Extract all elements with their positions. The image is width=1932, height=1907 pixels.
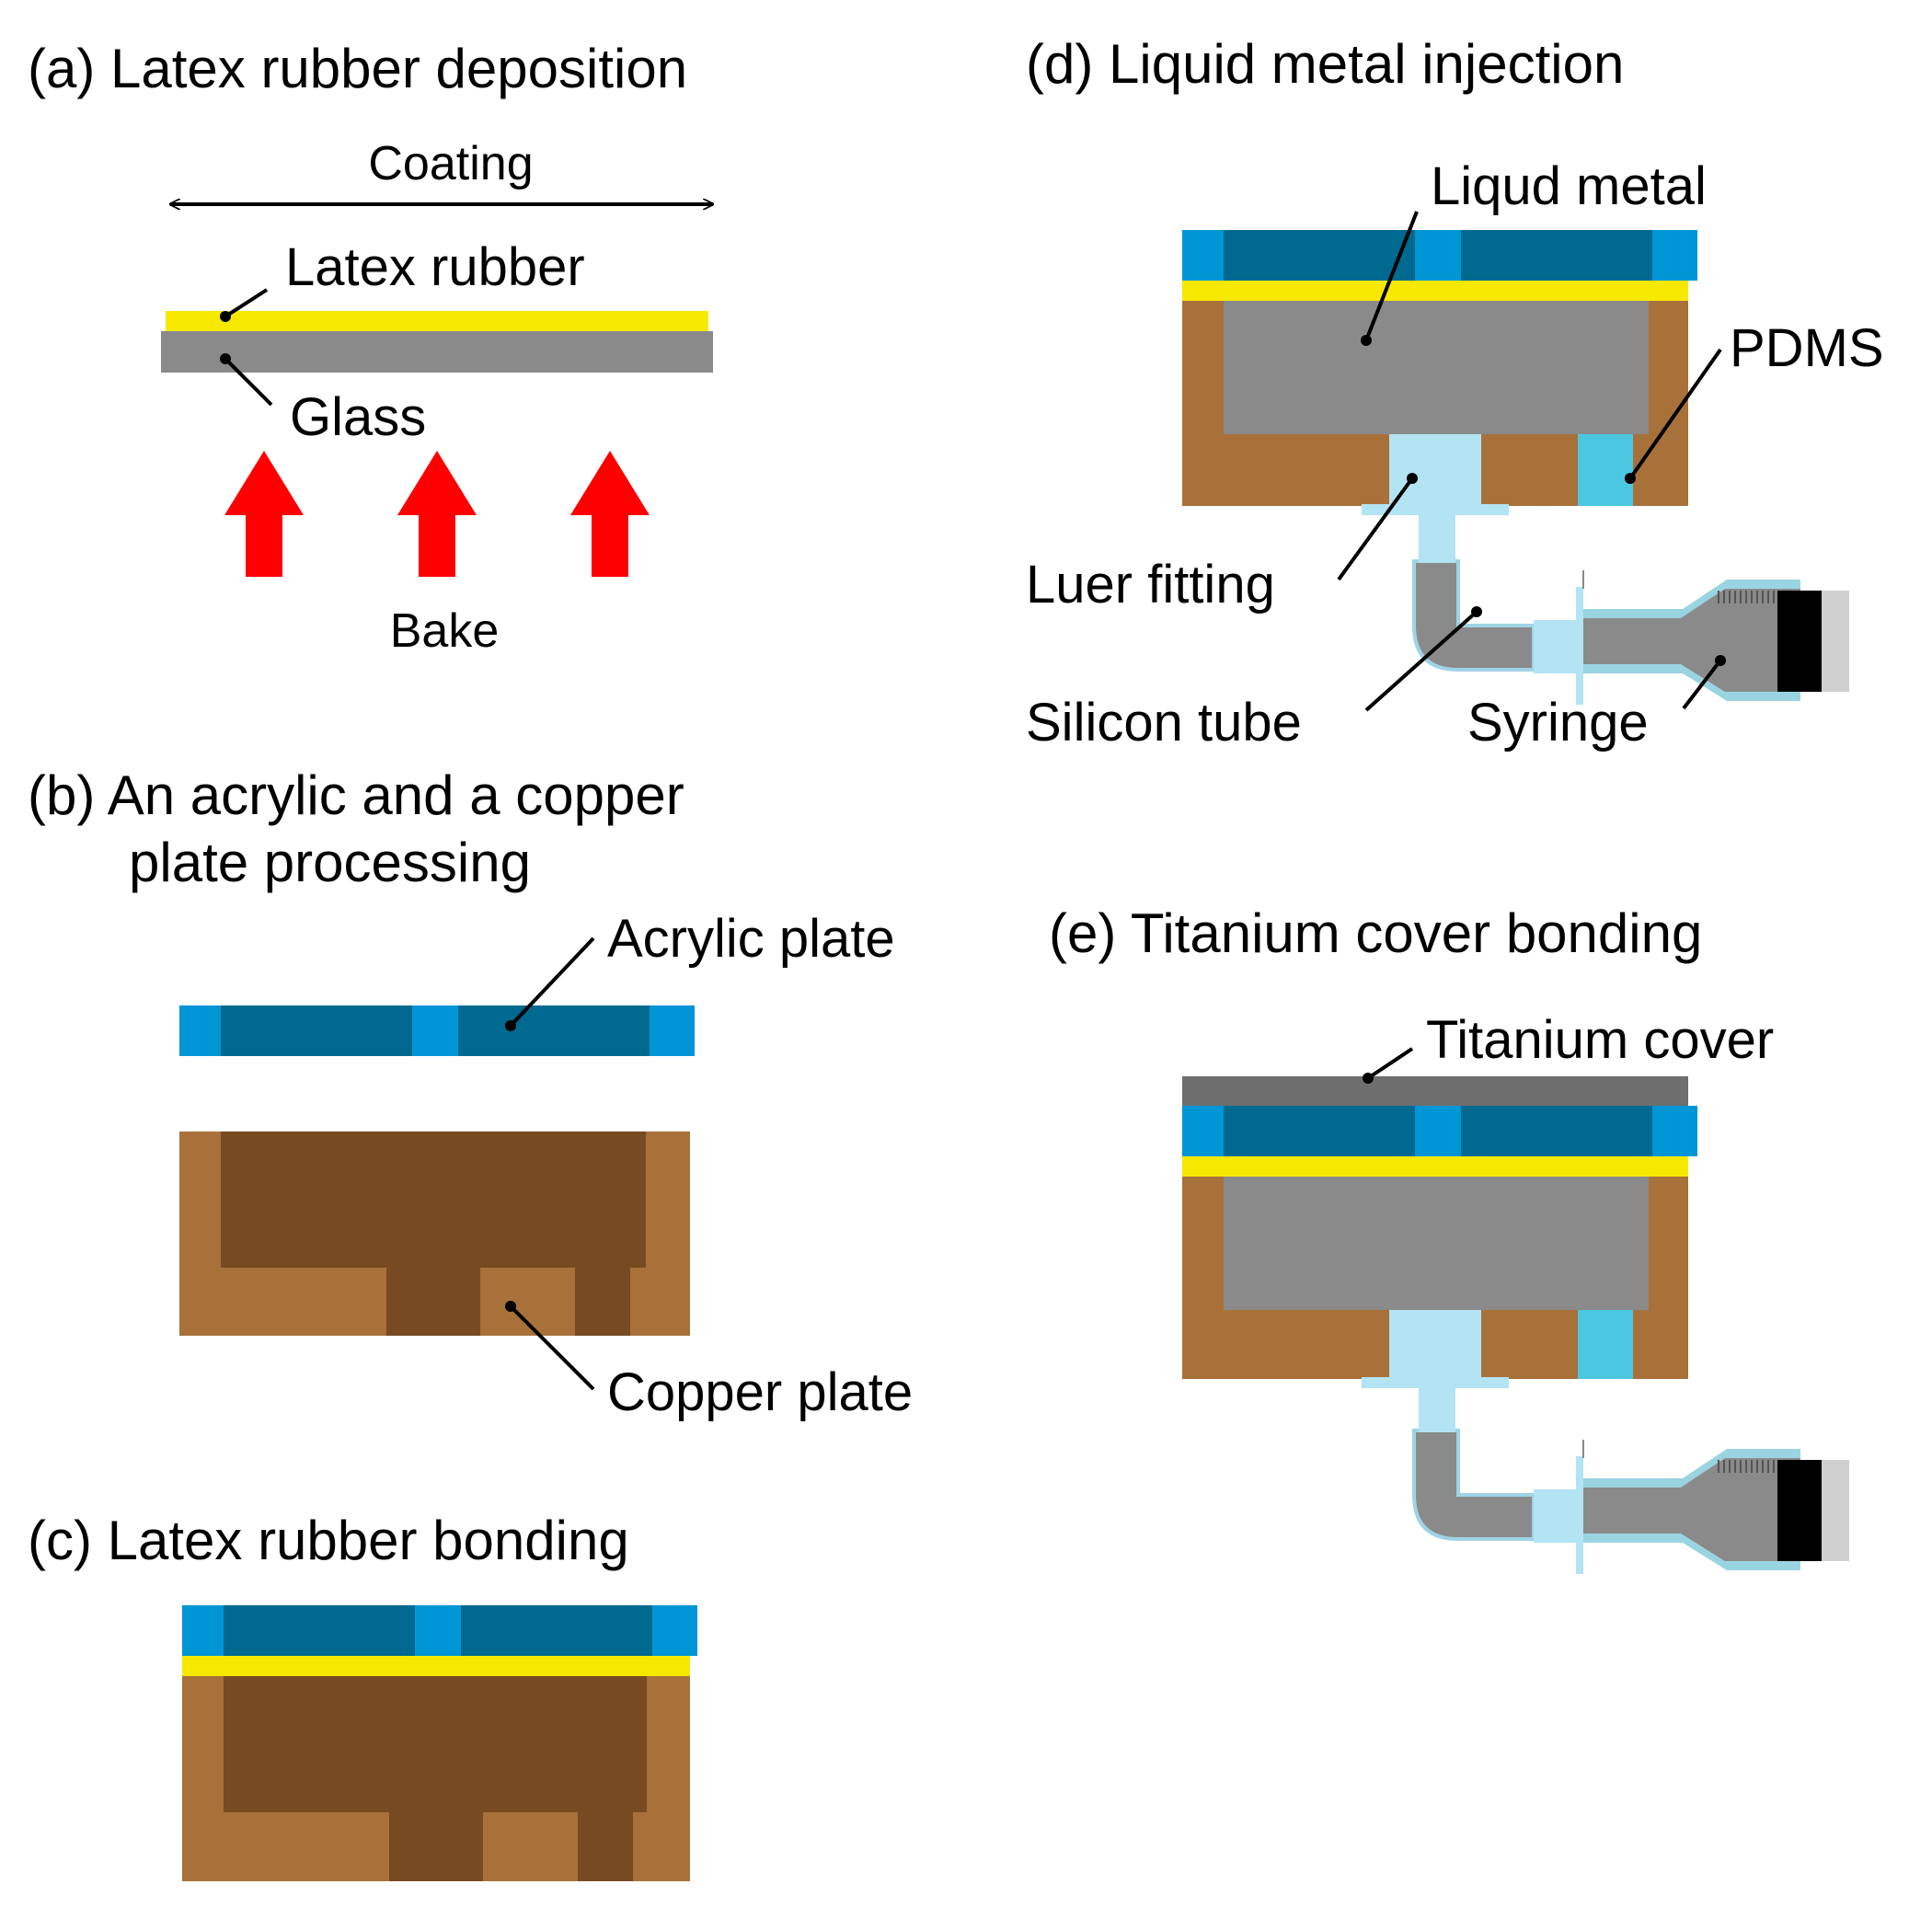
panel-d: (d) Liquid metal injection Liqud metal P… (1026, 33, 1884, 752)
panel-d-title: (d) Liquid metal injection (1026, 33, 1624, 95)
titanium-cover (1182, 1076, 1688, 1106)
syringe-label: Syringe (1467, 693, 1649, 752)
acrylic-plate-label: Acrylic plate (607, 909, 895, 969)
acrylic-plate-d (1182, 230, 1697, 281)
liquid-metal-e (1224, 1177, 1649, 1310)
latex-rubber-layer (166, 311, 708, 331)
panel-a: (a) Latex rubber deposition Coating Late… (28, 38, 713, 658)
pdms-leader (1628, 348, 1722, 480)
latex-rubber-label: Latex rubber (285, 237, 585, 297)
copper-plate-bonded (182, 1676, 690, 1881)
luer-fitting-e (1389, 1310, 1481, 1379)
pdms-label: PDMS (1730, 318, 1884, 378)
pdms-e (1578, 1310, 1633, 1379)
syringe-dot (1715, 655, 1726, 666)
pdms-dot (1625, 473, 1636, 484)
acrylic-plate-e (1182, 1106, 1697, 1156)
liquid-metal-label: Liqud metal (1431, 156, 1707, 216)
liquid-metal-dot (1361, 335, 1372, 346)
luer-fitting-base-d (1362, 504, 1509, 515)
latex-rubber-leader (224, 288, 269, 318)
luer-fitting-base-e (1362, 1377, 1509, 1388)
coating-label: Coating (368, 137, 533, 190)
latex-rubber-dot (220, 311, 231, 322)
bake-label: Bake (390, 604, 500, 658)
acrylic-plate (179, 1005, 695, 1056)
acrylic-plate-dot (505, 1020, 516, 1031)
latex-rubber-d (1182, 281, 1688, 301)
luer-fitting-leader (1337, 477, 1414, 581)
liquid-metal-d (1224, 301, 1649, 434)
panel-b-title-line2: plate processing (129, 832, 531, 893)
pdms-d (1578, 434, 1633, 506)
luer-fitting-d (1389, 434, 1481, 506)
panel-b-title-line1: (b) An acrylic and a copper (28, 764, 684, 826)
bake-arrows (224, 451, 650, 577)
syringe-assembly-e (1412, 1383, 1851, 1576)
glass-leader (224, 357, 273, 407)
silicon-tube-label: Silicon tube (1026, 693, 1302, 752)
panel-a-title: (a) Latex rubber deposition (28, 38, 687, 99)
glass-label: Glass (290, 387, 426, 447)
latex-rubber-bonded (182, 1656, 690, 1676)
silicon-tube-leader (1364, 610, 1478, 712)
glass-dot (220, 353, 231, 364)
panel-e-title: (e) Titanium cover bonding (1049, 902, 1702, 964)
copper-plate-leader (509, 1304, 595, 1391)
latex-rubber-e (1182, 1156, 1688, 1177)
titanium-cover-leader (1366, 1047, 1414, 1080)
acrylic-plate-bonded (182, 1605, 697, 1656)
silicon-tube-dot (1471, 606, 1482, 617)
luer-fitting-dot (1407, 473, 1418, 484)
panel-e: (e) Titanium cover bonding Titanium cove… (1049, 902, 1851, 1576)
copper-plate-dot (505, 1301, 516, 1312)
copper-plate (179, 1132, 690, 1336)
luer-fitting-label: Luer fitting (1026, 555, 1275, 615)
liquid-metal-leader (1364, 211, 1419, 341)
panel-b: (b) An acrylic and a copper plate proces… (28, 764, 913, 1422)
bake-arrow-1 (224, 451, 304, 577)
bake-arrow-3 (570, 451, 650, 577)
acrylic-plate-leader (509, 936, 595, 1028)
panel-c-title: (c) Latex rubber bonding (28, 1510, 629, 1571)
bake-arrow-2 (397, 451, 477, 577)
panel-c: (c) Latex rubber bonding (28, 1510, 697, 1881)
syringe-leader (1682, 659, 1722, 710)
glass-substrate (161, 331, 713, 373)
copper-plate-label: Copper plate (607, 1362, 913, 1422)
titanium-cover-label: Titanium cover (1426, 1010, 1774, 1070)
titanium-cover-dot (1363, 1073, 1374, 1084)
